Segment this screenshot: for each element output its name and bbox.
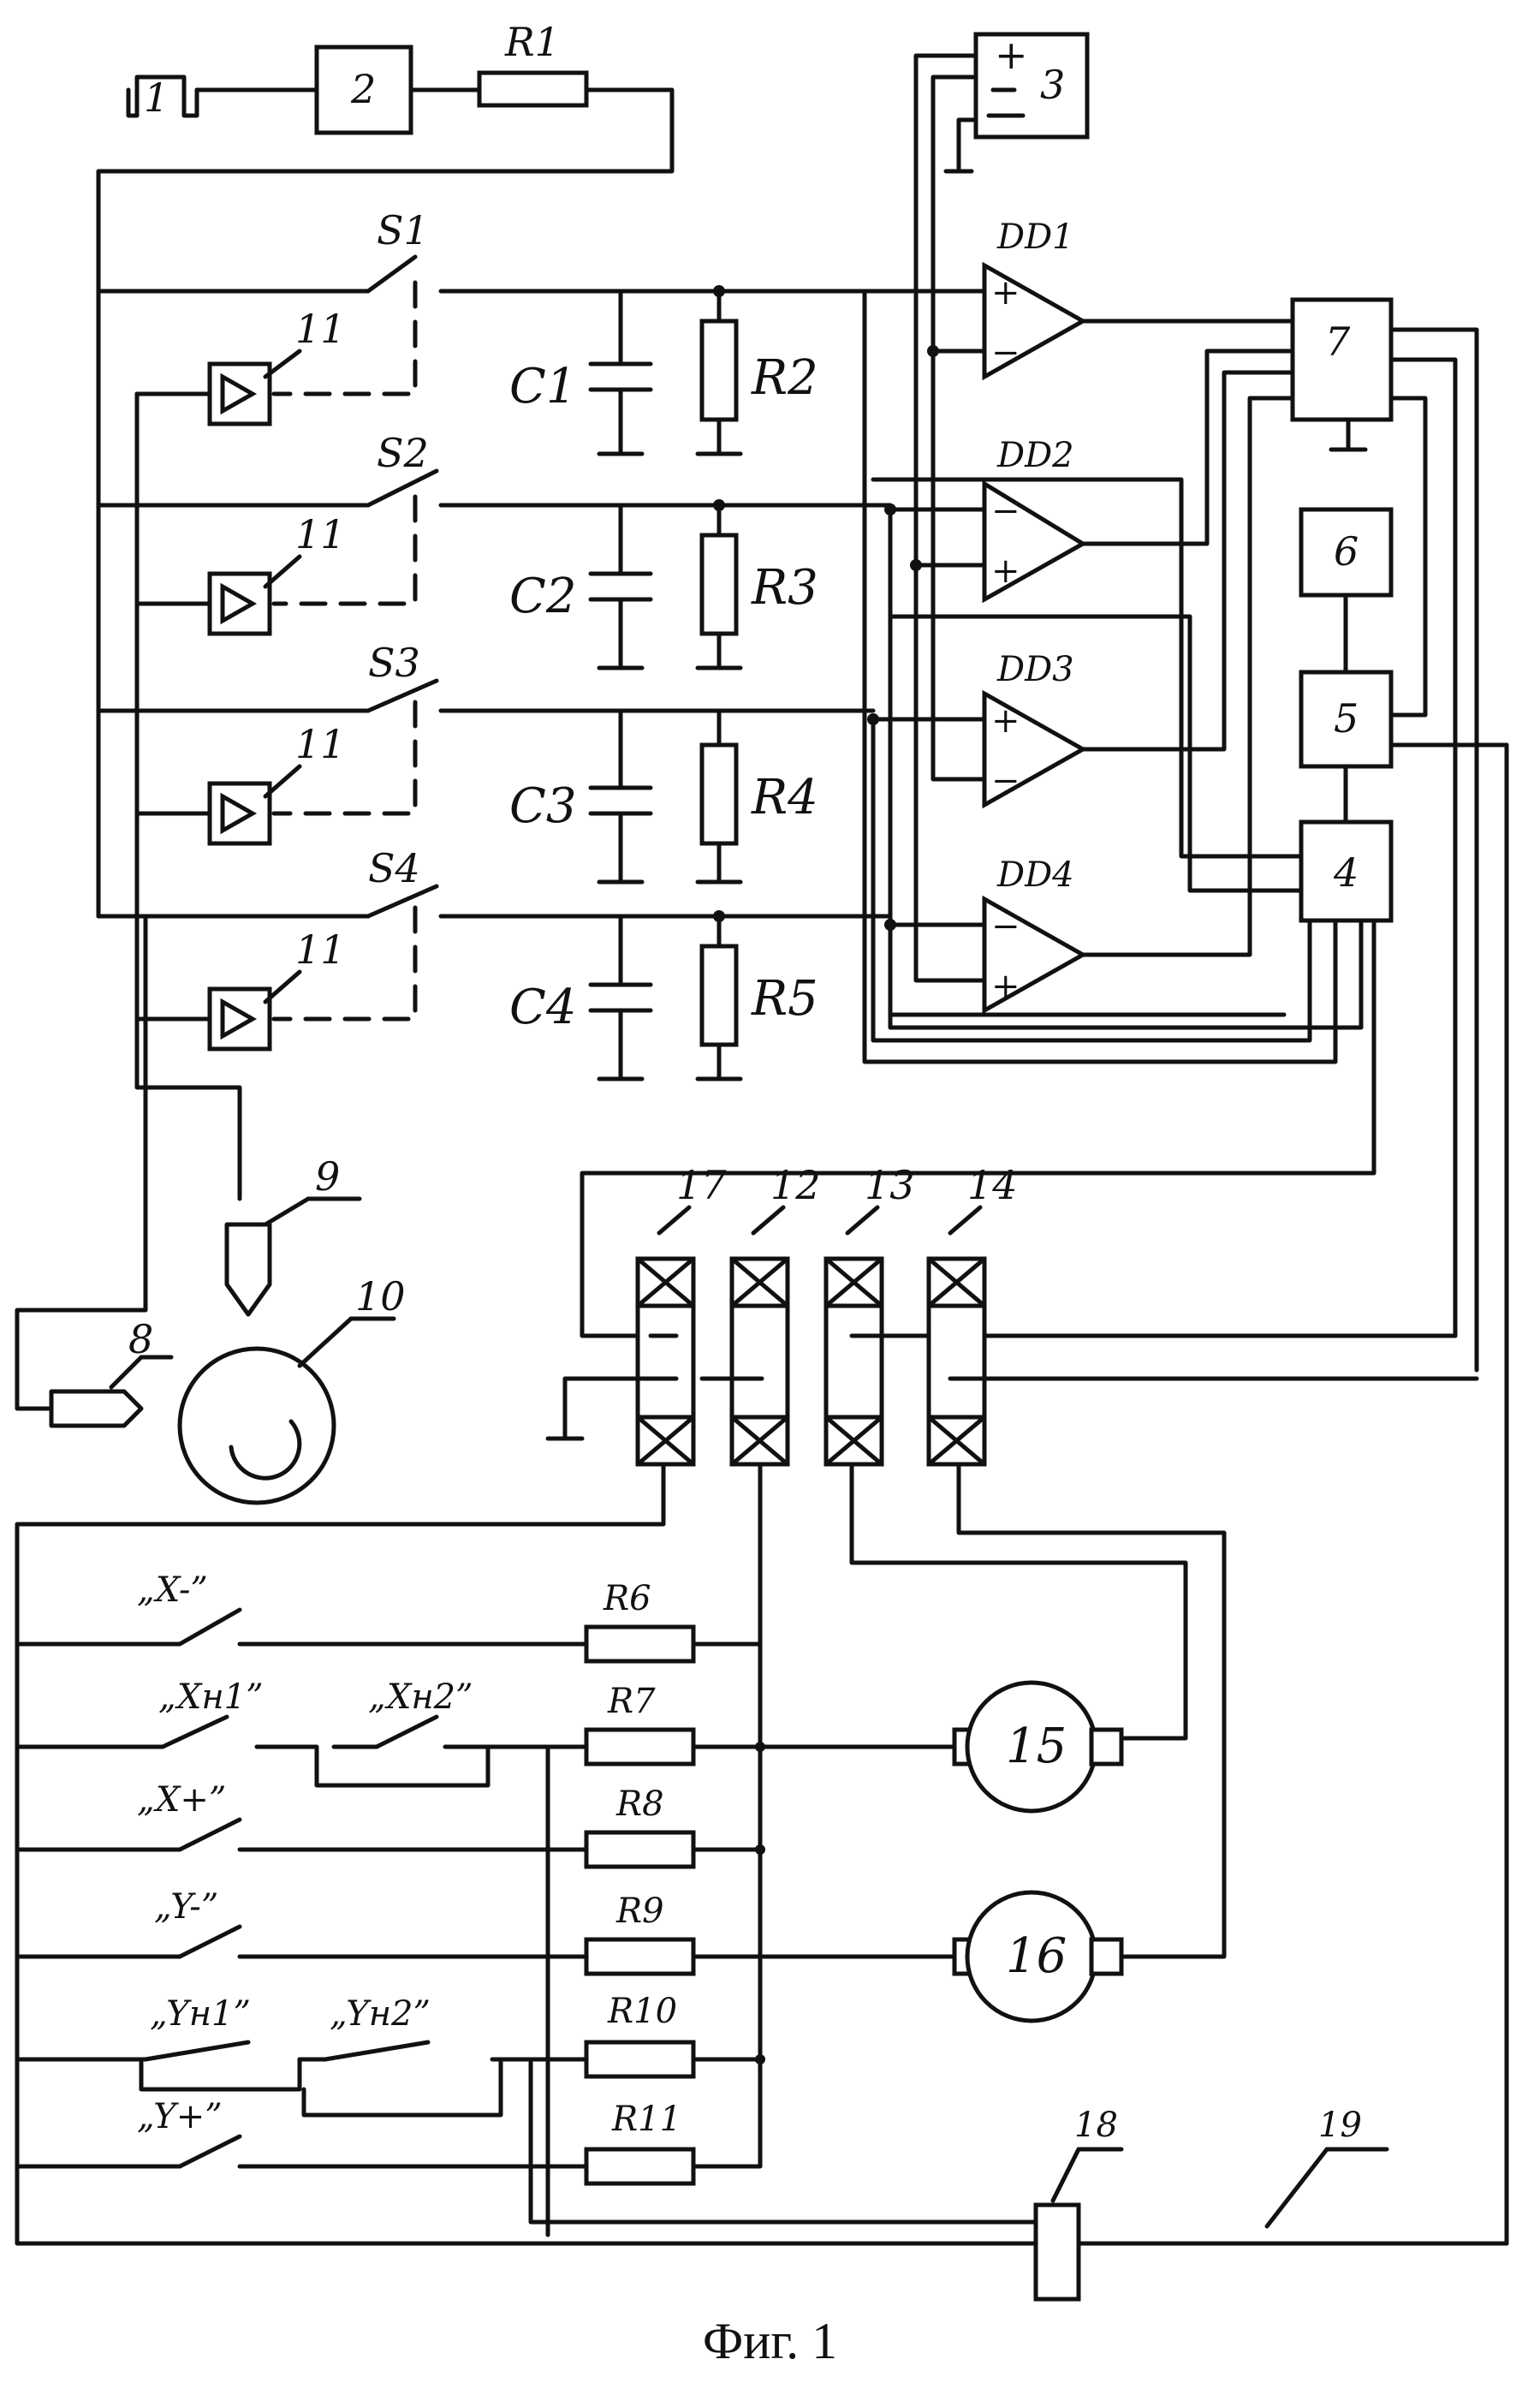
DD3-minus: − [991,761,1020,801]
DD1-plus: + [991,273,1020,313]
coil-14: 14 [929,1162,1477,1957]
DD2-plus: + [991,551,1020,591]
S2-label: S2 [377,430,429,476]
R3-label: R3 [751,560,818,616]
block1-label: 1 [144,74,169,121]
motor16-label: 16 [1006,1928,1067,1984]
R11-label: R11 [611,2100,681,2139]
R10-label: R10 [607,1992,677,2031]
block18-label: 18 [1074,2106,1118,2145]
DD3-label: DD3 [996,650,1074,689]
rc-network-2: C2 R3 [509,499,818,668]
C1-label: C1 [509,359,576,414]
btn-xn2-label: „Xн2” [368,1677,473,1717]
rc-network-4: C4 R5 [509,910,818,1079]
R5-label: R5 [751,971,818,1027]
comparator-DD4: − + DD4 [884,398,1293,1010]
coil-13: 13 [826,1162,1455,1738]
relay-11-b: 11 [137,511,346,634]
S3-label: S3 [368,640,420,686]
block9-label: 9 [315,1153,340,1200]
DD4-label: DD4 [996,855,1074,895]
motor15-label: 15 [1006,1719,1067,1774]
comparator-DD3: + − DD3 [867,351,1293,805]
resistor-R9 [586,1939,693,1974]
R7-label: R7 [607,1682,656,1721]
block7-label: 7 [1325,319,1351,365]
btn-y-minus-label: „Y-” [154,1887,218,1927]
rc-network-1: C1 R2 [509,285,818,454]
resistor-R1 [479,73,586,105]
relay-11-d: 11 [137,926,346,1049]
relay-label-4: 11 [295,926,346,973]
R9-label: R9 [615,1892,664,1931]
block6-label: 6 [1334,528,1359,575]
C2-label: C2 [509,569,576,624]
probe-9: 9 [227,1153,360,1314]
coil14-label: 14 [967,1162,1018,1208]
relay-11-c: 11 [137,721,346,843]
btn-yn2-label: „Yн2” [330,1994,431,2034]
line19-label: 19 [1318,2106,1362,2145]
S1-label: S1 [377,207,429,253]
btn-y-plus-label: „Y+” [137,2097,223,2136]
resistor-R10 [586,2042,693,2076]
coil-12: 12 [685,1162,821,2166]
DD4-plus: + [991,967,1020,1006]
resistor-R8 [586,1832,693,1867]
DD2-label: DD2 [996,436,1074,475]
DD4-minus: − [991,907,1020,946]
block3-label: 3 [1040,62,1065,108]
relay-11-a: 11 [137,306,346,424]
block5-label: 5 [1334,695,1359,742]
block8-label: 8 [128,1316,153,1362]
DD2-minus: − [991,492,1020,531]
C4-label: C4 [509,980,576,1035]
motor-15: 15 [954,1683,1121,1811]
C3-label: C3 [509,778,576,834]
btn-x-plus-label: „X+” [137,1780,226,1820]
resistor-R7 [586,1730,693,1764]
block4-label: 4 [1333,849,1359,896]
btn-x-minus-label: „X-” [137,1570,208,1610]
sensor-8: 8 [17,916,171,1426]
ps-plus-sign: + [995,32,1028,78]
relay-label-3: 11 [295,721,346,767]
R4-label: R4 [751,770,818,825]
block10-label: 10 [355,1273,406,1320]
comparator-DD2: − + DD2 [884,351,1293,599]
R2-label: R2 [751,350,818,406]
DD1-label: DD1 [996,217,1074,257]
R8-label: R8 [615,1784,664,1824]
resistor-R11 [586,2149,693,2184]
R1-label: R1 [504,19,560,65]
figure-caption: Фиг. 1 [0,2312,1540,2371]
btn-yn1-label: „Yн1” [150,1994,251,2034]
DD3-plus: + [991,701,1020,741]
DD1-minus: − [991,333,1020,372]
coil13-label: 13 [865,1162,915,1208]
disc-10: 10 [180,1273,406,1503]
S4-label: S4 [368,845,420,891]
block2-label: 2 [350,66,376,112]
motor-16: 16 [954,1892,1121,2021]
R6-label: R6 [603,1579,651,1618]
coil12-label: 12 [770,1162,821,1208]
btn-xn1-label: „Xн1” [158,1677,264,1717]
sensor-1: 1 [128,74,197,121]
resistor-R6 [586,1627,693,1661]
coil17-label: 17 [676,1162,727,1208]
rc-network-3: C3 R4 [509,711,818,882]
relay-label-1: 11 [295,306,346,352]
relay-label-2: 11 [295,511,346,557]
